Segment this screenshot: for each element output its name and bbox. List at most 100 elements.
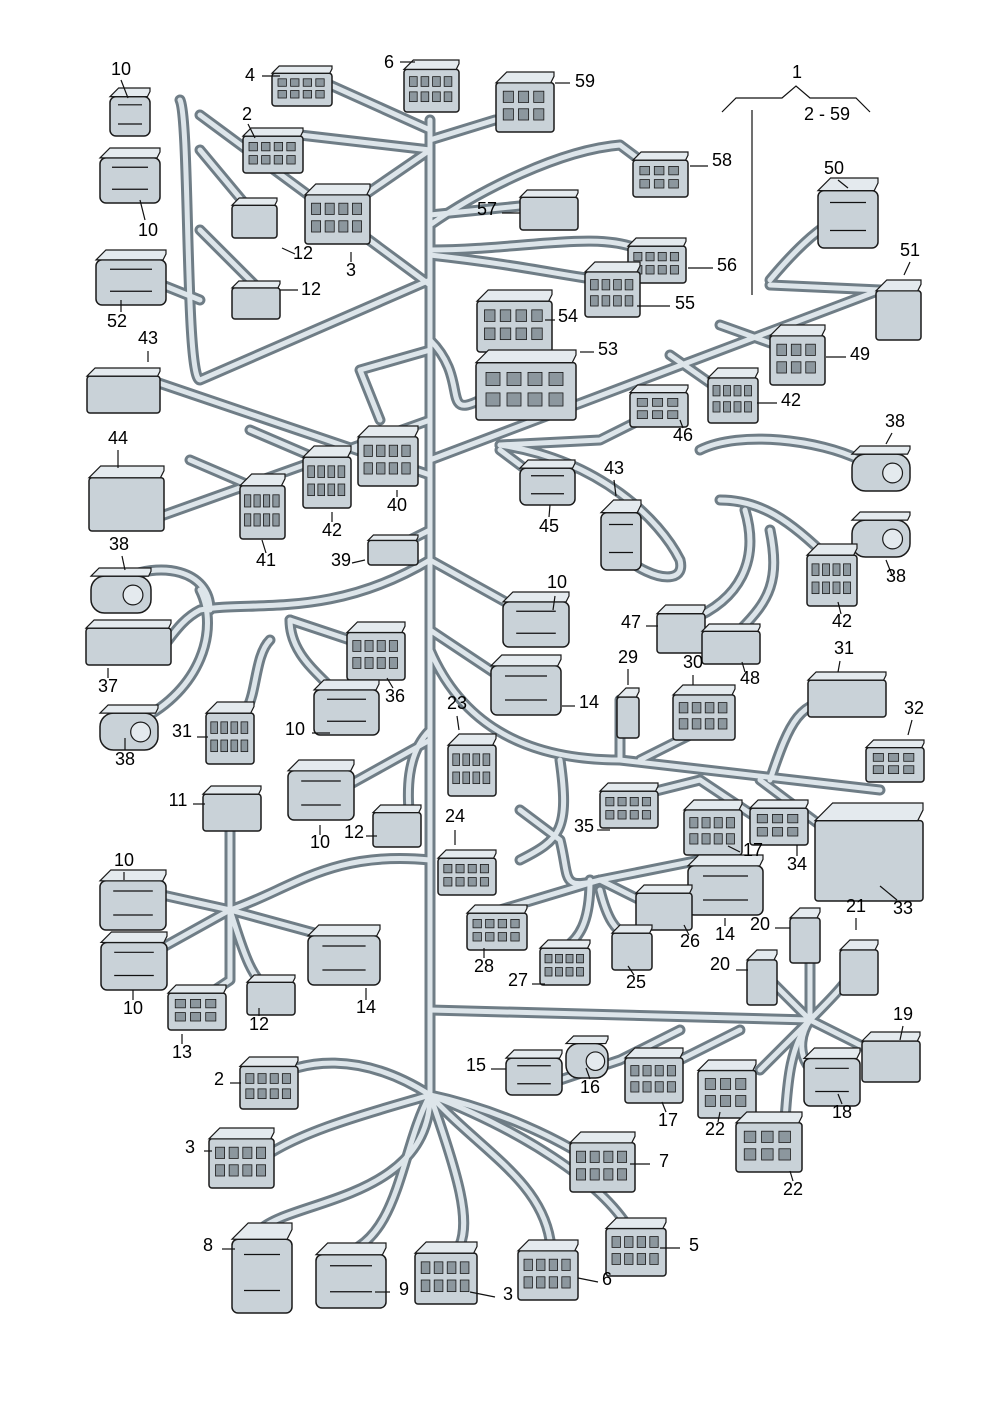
connector-ribs (244, 1253, 280, 1292)
connector-part-43 (85, 367, 161, 414)
connector-pin (472, 919, 482, 929)
connector-body (865, 746, 925, 783)
connector-pin (548, 392, 564, 407)
connector-body (861, 1040, 921, 1083)
connector-top-face (98, 147, 161, 159)
connector-part-54 (475, 289, 553, 353)
connector-pin (443, 91, 453, 103)
connector-pin (536, 1258, 546, 1271)
connector-part-13 (166, 984, 227, 1031)
connector-part-6 (516, 1239, 579, 1301)
assembly-bracket: 1 2 - 59 (721, 62, 871, 295)
connector-pin (645, 251, 655, 262)
connector-pin (215, 1146, 226, 1159)
connector-pin (576, 1150, 587, 1163)
connector-pin (499, 309, 512, 322)
connector-pin (723, 385, 731, 397)
connector-pin (455, 877, 465, 887)
connector-pin (467, 877, 477, 887)
connector-pin (639, 165, 650, 176)
connector-part-29 (615, 687, 640, 739)
connector-pin (506, 371, 522, 386)
connector-ribs (516, 610, 556, 634)
connector-part-10 (108, 87, 151, 137)
connector-top-face (682, 799, 743, 811)
connector-part-12 (230, 197, 278, 239)
callout-leader-line (727, 845, 741, 853)
connector-pin (388, 640, 398, 652)
connector-socket (882, 528, 904, 550)
part-number-label: 17 (658, 1110, 678, 1130)
connector-pin (548, 1276, 559, 1289)
connector-pin (272, 513, 280, 527)
connector-top-face (516, 1239, 579, 1252)
connector-pin (376, 657, 386, 669)
connector-pin (269, 1073, 279, 1084)
connector-body (86, 375, 161, 414)
connector-part-15 (504, 1049, 563, 1096)
connector-body (466, 912, 528, 951)
connector-body (490, 665, 562, 716)
connector-pin (704, 718, 715, 730)
connector-top-face (238, 473, 286, 487)
connector-part-14 (489, 654, 562, 716)
wire-highlight (357, 347, 433, 423)
connector-body (624, 1057, 684, 1104)
connector-body (616, 696, 640, 739)
connector-pin (174, 999, 186, 1009)
connector-pin (649, 1236, 659, 1248)
connector-body (814, 819, 924, 902)
part-number-label: 10 (138, 220, 158, 240)
wire-highlight (427, 287, 883, 463)
connector-pin (589, 1168, 600, 1181)
callout-leader-line (121, 555, 126, 571)
connector-pin (523, 1258, 533, 1271)
connector-pin (273, 141, 284, 152)
connector-body (414, 1252, 478, 1305)
part-number-label: 11 (169, 790, 188, 810)
connector-top-face (345, 621, 406, 634)
connector-body (437, 857, 497, 896)
connector-pin (689, 833, 699, 845)
connector-body (307, 935, 381, 986)
connector-part-49 (768, 324, 826, 386)
callout-leader-line (613, 479, 617, 497)
connector-pin (601, 279, 611, 291)
connector-top-face (436, 849, 497, 859)
connector-pin (832, 581, 841, 595)
connector-pin (561, 1276, 571, 1289)
connector-top-face (270, 65, 333, 74)
connector-pin (230, 721, 239, 734)
connector-pin (290, 90, 300, 99)
part-number-label: 45 (539, 516, 559, 536)
callout-leader-line (879, 885, 898, 901)
callout-leader-line (899, 1025, 904, 1041)
assembly-range: 2 - 59 (804, 104, 850, 124)
connector-pin (617, 810, 627, 820)
assembly-number: 1 (792, 62, 802, 82)
connector-pin (388, 462, 399, 475)
wire-highlight (197, 227, 263, 293)
part-number-label: 42 (322, 520, 342, 540)
wire-highlight (427, 117, 498, 143)
connector-pin (277, 78, 287, 87)
connector-top-face (850, 445, 911, 455)
connector-part-9 (314, 1242, 387, 1309)
connector-pin (536, 1276, 546, 1289)
part-number-label: 10 (547, 572, 567, 592)
connector-pin (230, 739, 239, 753)
part-number-label: 43 (604, 458, 624, 478)
wire-highlight (287, 617, 353, 643)
connector-body (632, 159, 689, 198)
callout-leader-line (139, 199, 146, 221)
connector-pin (497, 932, 508, 942)
connector-pin (376, 640, 386, 652)
part-number-label: 26 (680, 931, 700, 951)
connector-top-face (474, 349, 577, 364)
connector-pin (654, 1081, 664, 1093)
connector-ribs (815, 1067, 849, 1093)
wire-highlight (257, 1092, 433, 1233)
connector-pin (704, 1095, 716, 1107)
connector-top-face (768, 324, 826, 337)
connector-body (231, 1238, 293, 1314)
